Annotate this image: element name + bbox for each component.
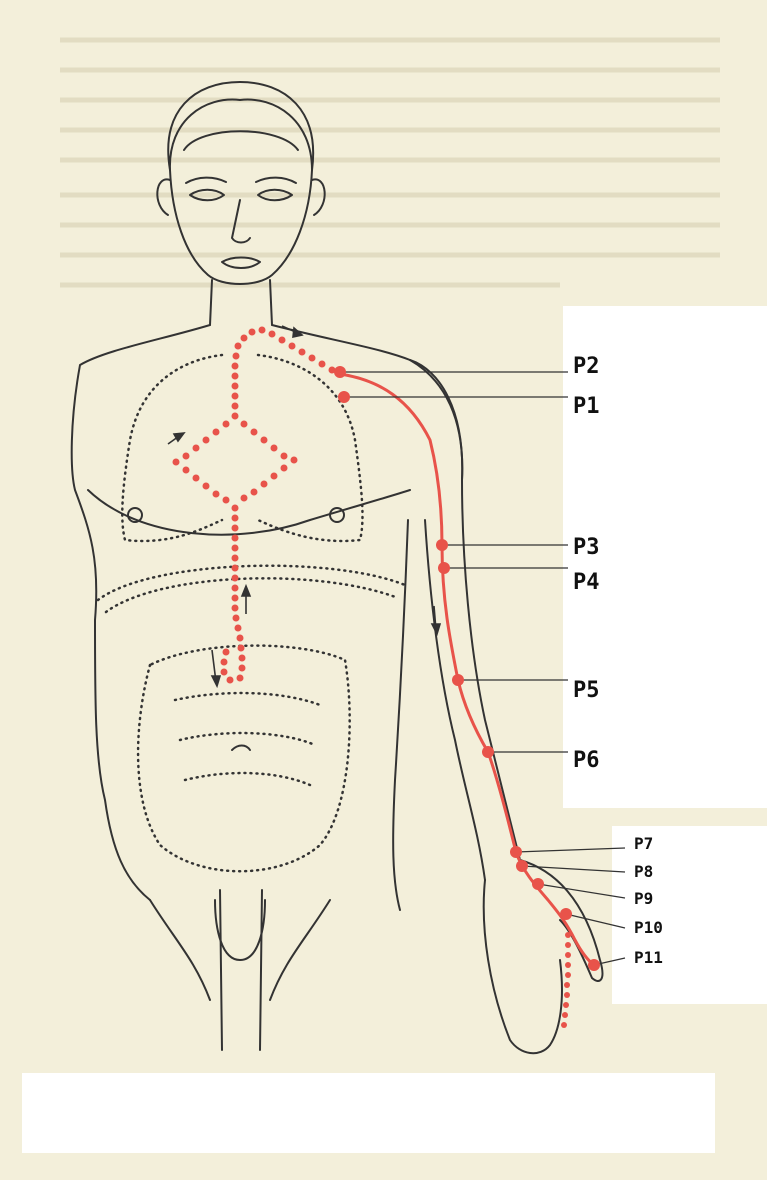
acupoint-p10 [560, 908, 572, 920]
leader-line-p8 [522, 866, 625, 872]
label-p11: P11 [634, 950, 663, 966]
leader-line-p10 [566, 914, 625, 928]
label-p1: P1 [573, 396, 600, 418]
acupoint-p6 [482, 746, 494, 758]
acupoint-p11 [588, 959, 600, 971]
acupoint-p2 [334, 366, 346, 378]
label-p9: P9 [634, 891, 653, 907]
label-p7: P7 [634, 836, 653, 852]
label-p2: P2 [573, 356, 600, 378]
label-p3: P3 [573, 537, 600, 559]
acupoint-p4 [438, 562, 450, 574]
acupoint-p3 [436, 539, 448, 551]
acupoint-p9 [532, 878, 544, 890]
acupoint-p5 [452, 674, 464, 686]
acupoint-p1 [338, 391, 350, 403]
leader-line-p7 [516, 848, 625, 852]
label-p5: P5 [573, 680, 600, 702]
acupoint-p7 [510, 846, 522, 858]
label-p8: P8 [634, 864, 653, 880]
label-p10: P10 [634, 920, 663, 936]
label-p6: P6 [573, 750, 600, 772]
leader-line-p9 [538, 884, 625, 898]
label-p4: P4 [573, 572, 600, 594]
acupoint-p8 [516, 860, 528, 872]
